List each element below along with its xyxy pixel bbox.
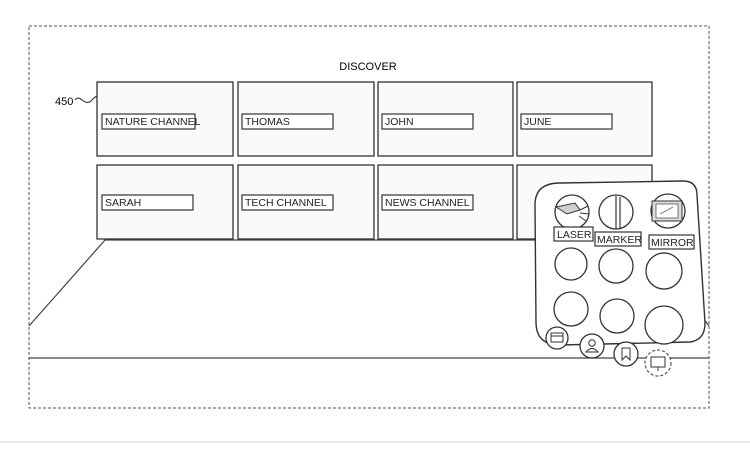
channel-label: TECH CHANNEL (245, 197, 327, 209)
empty-tool-slot[interactable] (599, 249, 633, 283)
window-button[interactable] (546, 327, 568, 349)
empty-tool-slot[interactable] (600, 299, 634, 333)
channel-tile[interactable]: SARAH (97, 165, 233, 239)
reference-numeral: 450 (55, 96, 73, 108)
reference-leader (75, 96, 100, 102)
discover-title: DISCOVER (339, 61, 397, 73)
bookmark-button[interactable] (614, 342, 638, 366)
channel-tile[interactable]: THOMAS (238, 82, 374, 156)
empty-tool-slot[interactable] (646, 253, 682, 289)
channel-tile[interactable]: NATURE CHANNEL (97, 82, 233, 156)
empty-tool-slot[interactable] (645, 306, 683, 344)
tool-palette: LASER MARKER MIRROR (535, 181, 705, 345)
profile-button[interactable] (580, 334, 604, 358)
channel-tile[interactable]: TECH CHANNEL (238, 165, 374, 239)
channel-tile[interactable]: JUNE (517, 82, 652, 156)
laser-label: LASER (557, 229, 592, 241)
empty-tool-slot[interactable] (555, 248, 587, 280)
channel-label: SARAH (105, 197, 141, 209)
mirror-icon (652, 201, 682, 221)
channel-tile[interactable]: JOHN (378, 82, 513, 156)
channel-label: NEWS CHANNEL (385, 197, 470, 209)
channel-label: THOMAS (245, 116, 290, 128)
channel-label: NATURE CHANNEL (105, 116, 201, 128)
channel-tile[interactable]: NEWS CHANNEL (378, 165, 513, 239)
channel-label: JUNE (524, 116, 551, 128)
empty-tool-slot[interactable] (554, 292, 588, 326)
mirror-label: MIRROR (651, 237, 694, 249)
channel-label: JOHN (385, 116, 414, 128)
screen-share-button[interactable] (645, 350, 671, 376)
marker-label: MARKER (597, 234, 642, 246)
